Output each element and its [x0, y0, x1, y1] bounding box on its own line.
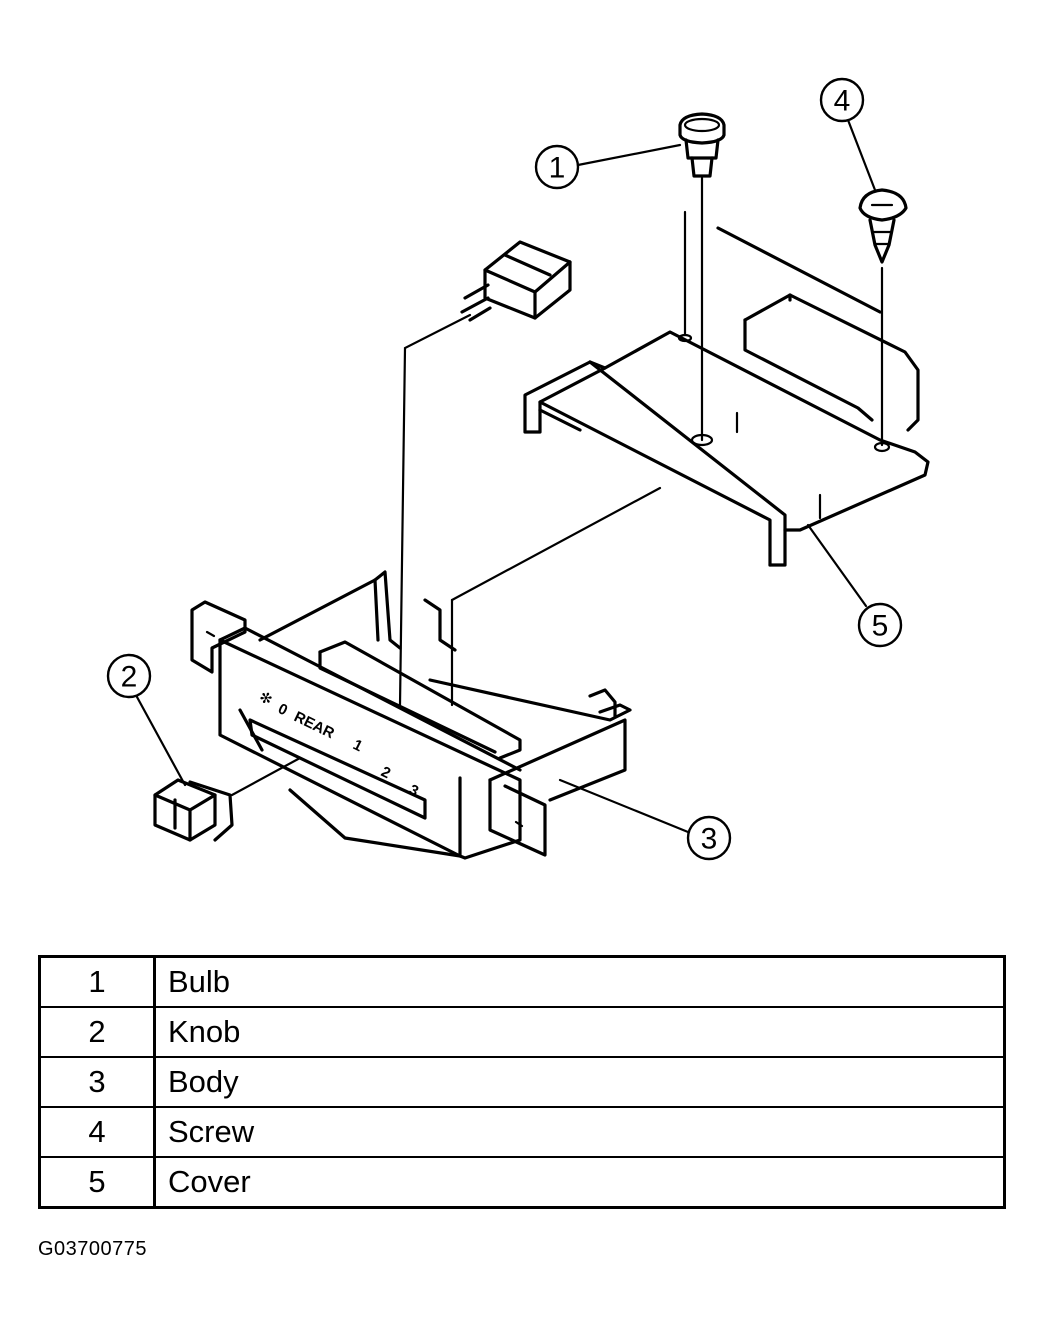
cover-part — [523, 210, 930, 567]
svg-text:3: 3 — [701, 823, 718, 856]
table-row: 3 Body — [38, 1056, 1006, 1108]
svg-text:4: 4 — [834, 85, 851, 118]
part-name: Screw — [153, 1106, 1006, 1158]
table-row: 2 Knob — [38, 1006, 1006, 1058]
bulb-part — [678, 112, 726, 442]
part-name: Cover — [153, 1156, 1006, 1209]
table-row: 1 Bulb — [38, 955, 1006, 1008]
part-name: Body — [153, 1056, 1006, 1108]
svg-text:1: 1 — [350, 736, 365, 755]
part-number: 3 — [38, 1056, 156, 1108]
connector-part — [398, 240, 572, 707]
part-number: 2 — [38, 1006, 156, 1058]
part-number: 5 — [38, 1156, 156, 1209]
callout-5: 5 — [806, 523, 903, 648]
screw-part — [858, 188, 908, 447]
part-number: 1 — [38, 955, 156, 1008]
table-row: 5 Cover — [38, 1156, 1006, 1209]
callout-1: 1 — [534, 143, 682, 190]
table-row: 4 Screw — [38, 1106, 1006, 1158]
body-part: ✻ 0 REAR 1 2 3 — [190, 486, 662, 860]
svg-text:REAR: REAR — [291, 708, 337, 742]
svg-text:2: 2 — [378, 763, 393, 782]
callout-2: 2 — [106, 653, 187, 787]
figure-id: G03700775 — [38, 1238, 148, 1260]
svg-text:✻: ✻ — [256, 688, 275, 709]
svg-text:2: 2 — [121, 661, 138, 694]
exploded-parts-diagram: ✻ 0 REAR 1 2 3 1 2 3 4 — [106, 77, 930, 861]
callout-4: 4 — [819, 77, 877, 192]
svg-text:1: 1 — [549, 152, 566, 185]
callout-3: 3 — [558, 778, 732, 861]
part-name: Bulb — [153, 955, 1006, 1008]
part-number: 4 — [38, 1106, 156, 1158]
part-name: Knob — [153, 1006, 1006, 1058]
svg-text:0: 0 — [275, 700, 290, 719]
knob-part — [153, 756, 302, 842]
svg-text:5: 5 — [872, 610, 889, 643]
parts-legend-table: 1 Bulb 2 Knob 3 Body 4 Screw 5 Cover — [38, 955, 1006, 1209]
